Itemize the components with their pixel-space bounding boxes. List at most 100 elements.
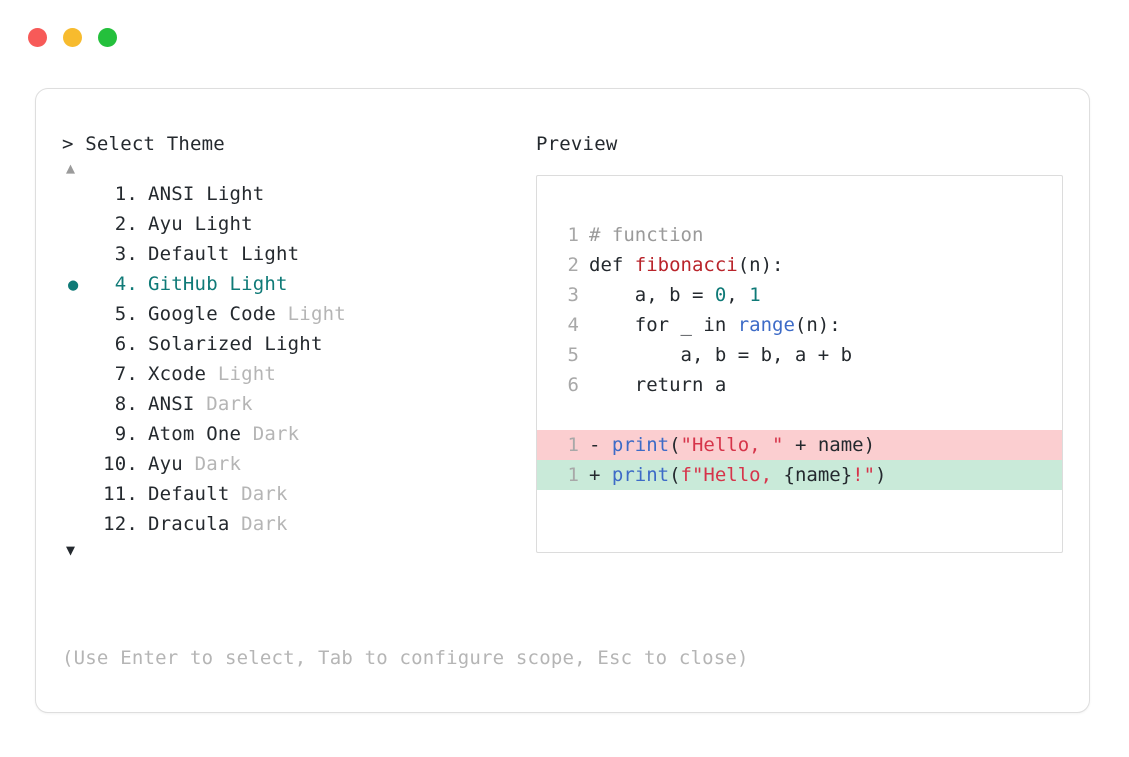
theme-list-item[interactable]: 1.ANSI Light <box>62 179 532 209</box>
theme-item-name: ANSI <box>148 393 207 415</box>
theme-list-item[interactable]: ● 4. GitHub Light <box>62 269 532 299</box>
theme-item-name: Ayu <box>148 213 195 235</box>
line-number: 4 <box>567 314 579 336</box>
code-source: a, b = 0, 1 <box>579 280 761 310</box>
theme-item-name: Dracula <box>148 513 242 535</box>
theme-item-index: 8. <box>114 393 138 415</box>
code-gap <box>537 400 1062 430</box>
theme-list-item[interactable]: 6.Solarized Light <box>62 329 532 359</box>
scroll-down-arrow[interactable]: ▼ <box>66 541 76 559</box>
theme-list-column: > Select Theme ▲ 1.ANSI Light 2. Ayu Light… <box>62 131 532 561</box>
code-token: a, b = <box>589 284 715 306</box>
line-number: 6 <box>567 374 579 396</box>
code-source: def fibonacci(n): <box>579 250 783 280</box>
theme-item-variant: Dark <box>252 423 300 445</box>
theme-list-item[interactable]: 2. Ayu Light <box>62 209 532 239</box>
code-token: {name} <box>783 464 853 486</box>
theme-item-index: 3. <box>114 243 138 265</box>
theme-list-item[interactable]: 8. ANSI Dark <box>62 389 532 419</box>
theme-list-item[interactable]: 7. Xcode Light <box>62 359 532 389</box>
theme-item-index: 5. <box>114 303 138 325</box>
theme-item-variant: Dark <box>194 453 242 475</box>
theme-item-index: 9. <box>114 423 138 445</box>
code-token: for _ in <box>589 314 738 336</box>
code-token: ( <box>669 434 681 456</box>
theme-item-name: Xcode <box>148 363 218 385</box>
code-token: (n): <box>794 314 841 336</box>
theme-item-name: ANSI <box>148 183 207 205</box>
code-source: # function <box>579 220 703 250</box>
window-titlebar <box>28 28 117 47</box>
code-line: 6 return a <box>537 370 1062 400</box>
theme-item-name: Atom One <box>148 423 253 445</box>
line-number: 1 <box>567 464 579 486</box>
code-token: print <box>611 464 670 486</box>
theme-item-variant: Light <box>217 363 277 385</box>
theme-item-name: Default <box>148 243 242 265</box>
code-token: a, b = b, a + b <box>589 344 853 366</box>
theme-list-item[interactable]: 10. Ayu Dark <box>62 449 532 479</box>
theme-item-index: 4. <box>114 273 138 295</box>
theme-item-name: Ayu <box>148 453 195 475</box>
theme-list-item[interactable]: 12.Dracula Dark <box>62 509 532 539</box>
theme-item-index: 2. <box>114 213 138 235</box>
code-token: , <box>726 284 750 306</box>
theme-item-index: 10. <box>103 453 138 475</box>
line-number: 1 <box>567 434 579 456</box>
theme-item-index: 12. <box>103 513 138 535</box>
theme-list-item[interactable]: 5.Google Code Light <box>62 299 532 329</box>
code-token: # function <box>589 224 704 246</box>
theme-item-variant: Light <box>229 273 288 295</box>
line-number: 3 <box>567 284 579 306</box>
preview-title: Preview <box>536 133 618 155</box>
theme-list-item[interactable]: 3.Default Light <box>62 239 532 269</box>
code-token: 1 <box>749 284 761 306</box>
code-token: print <box>611 434 670 456</box>
code-token: return a <box>589 374 727 396</box>
code-source: for _ in range(n): <box>579 310 841 340</box>
code-token: ( <box>669 464 681 486</box>
scroll-up-arrow[interactable]: ▲ <box>66 159 76 177</box>
theme-item-index: 6. <box>114 333 138 355</box>
theme-list-item[interactable]: 11. Default Dark <box>62 479 532 509</box>
code-source: print(f"Hello, {name}!") <box>612 460 887 490</box>
minimize-window-dot[interactable] <box>63 28 82 47</box>
code-line: 1 # function <box>537 220 1062 250</box>
theme-item-variant: Light <box>194 213 253 235</box>
maximize-window-dot[interactable] <box>98 28 117 47</box>
theme-item-variant: Light <box>264 333 323 355</box>
code-token: + name) <box>783 434 876 456</box>
theme-item-name: Default <box>148 483 242 505</box>
code-token: f"Hello, <box>680 464 784 486</box>
code-token: 0 <box>714 284 727 306</box>
theme-item-index: 11. <box>103 483 138 505</box>
diff-line-added: 1+ print(f"Hello, {name}!") <box>537 460 1062 490</box>
line-number: 5 <box>567 344 579 366</box>
code-line: 3 a, b = 0, 1 <box>537 280 1062 310</box>
theme-list[interactable]: 1.ANSI Light 2. Ayu Light 3. Default Light ● 4… <box>62 179 532 539</box>
code-line: 5 a, b = b, a + b <box>537 340 1062 370</box>
theme-list-item[interactable]: 9. Atom One Dark <box>62 419 532 449</box>
code-token: fibonacci <box>634 254 738 276</box>
code-token: (n): <box>737 254 784 276</box>
selected-bullet-icon: ● <box>68 275 79 295</box>
theme-item-name: Google Code <box>148 303 288 325</box>
code-token: "Hello, " <box>680 434 784 456</box>
close-window-dot[interactable] <box>28 28 47 47</box>
line-number: 1 <box>567 224 579 246</box>
theme-item-index: 7. <box>114 363 138 385</box>
theme-item-variant: Dark <box>206 393 253 415</box>
code-source: return a <box>579 370 727 400</box>
code-source: print("Hello, " + name) <box>612 430 875 460</box>
select-theme-prompt: > Select Theme <box>62 133 225 155</box>
code-token: def <box>589 254 635 276</box>
theme-item-name: GitHub <box>148 273 230 295</box>
theme-selector-card: > Select Theme ▲ 1.ANSI Light 2. Ayu Light… <box>35 88 1090 713</box>
code-token: !" <box>852 464 876 486</box>
theme-item-variant: Dark <box>241 483 288 505</box>
line-number: 2 <box>567 254 579 276</box>
